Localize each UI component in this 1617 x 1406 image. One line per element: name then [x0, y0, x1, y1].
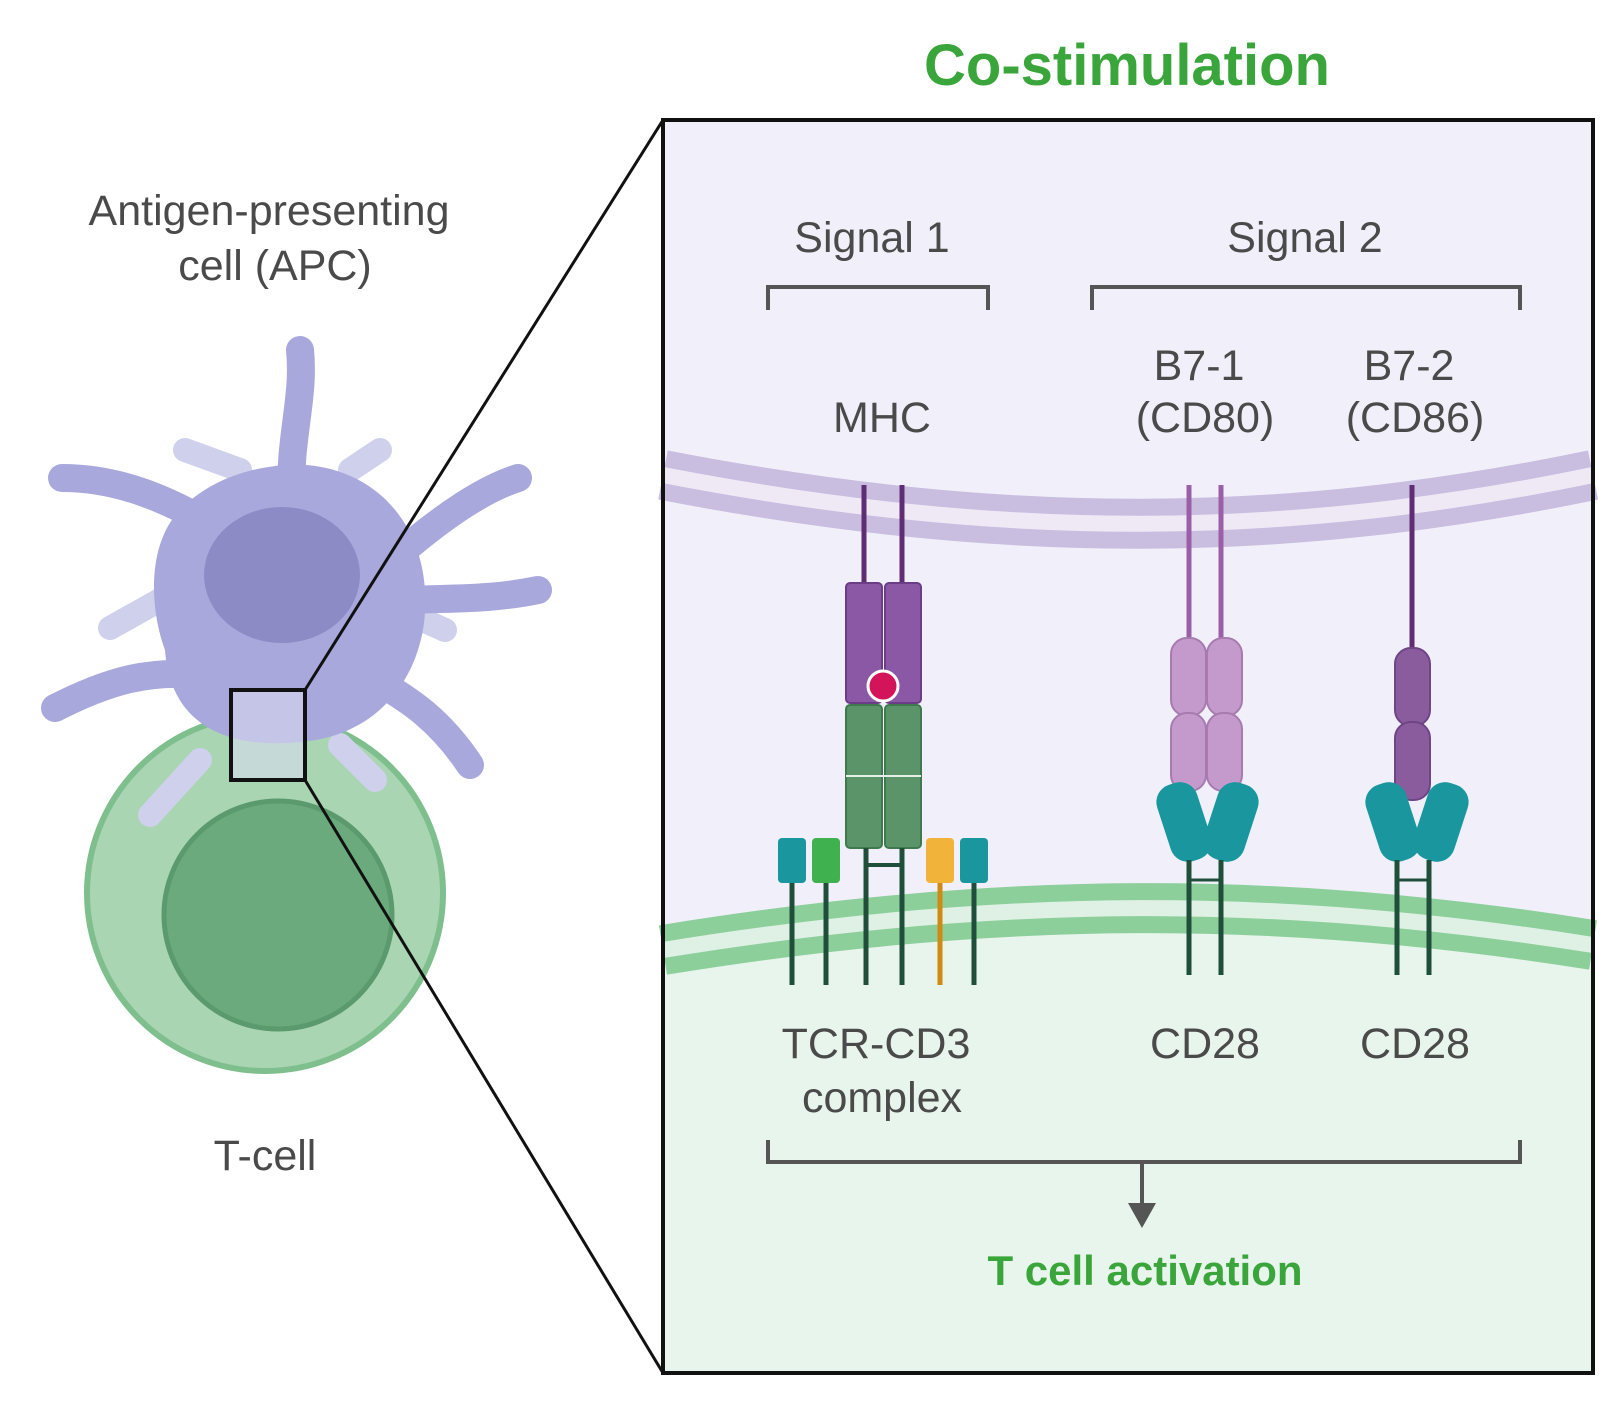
mhc-label: MHC — [833, 394, 931, 442]
zoom-panel — [658, 118, 1599, 1375]
down-arrow-icon — [1128, 1162, 1156, 1228]
apc-cell-icon — [41, 336, 552, 827]
signal1-bracket — [766, 285, 990, 310]
t-cell-label: T-cell — [214, 1132, 317, 1180]
cd28-label-1: CD28 — [1150, 1020, 1260, 1068]
signal1-label: Signal 1 — [794, 214, 949, 262]
t-cell-activation-label: T cell activation — [987, 1247, 1302, 1294]
b7-2-icon — [1394, 485, 1431, 801]
b7-2-label: B7-2 (CD86) — [1346, 342, 1485, 442]
cd28-icon — [1365, 782, 1469, 975]
antigen-peptide-icon — [866, 669, 900, 703]
cd28-icon — [1156, 782, 1259, 975]
zoom-region-box — [229, 688, 307, 782]
apc-label: Antigen-presenting cell (APC) — [89, 187, 462, 290]
signal2-label: Signal 2 — [1227, 214, 1382, 262]
b7-1-label: B7-1 (CD80) — [1136, 342, 1275, 442]
cd28-label-2: CD28 — [1360, 1020, 1470, 1068]
tcr-cd3-label: TCR-CD3 complex — [782, 1020, 983, 1122]
tcr-icon — [845, 704, 922, 985]
b7-1-icon — [1170, 485, 1243, 792]
cd3-subunits-icon — [778, 838, 988, 985]
diagram-title: Co-stimulation — [924, 33, 1330, 98]
signal2-bracket — [1090, 285, 1522, 310]
